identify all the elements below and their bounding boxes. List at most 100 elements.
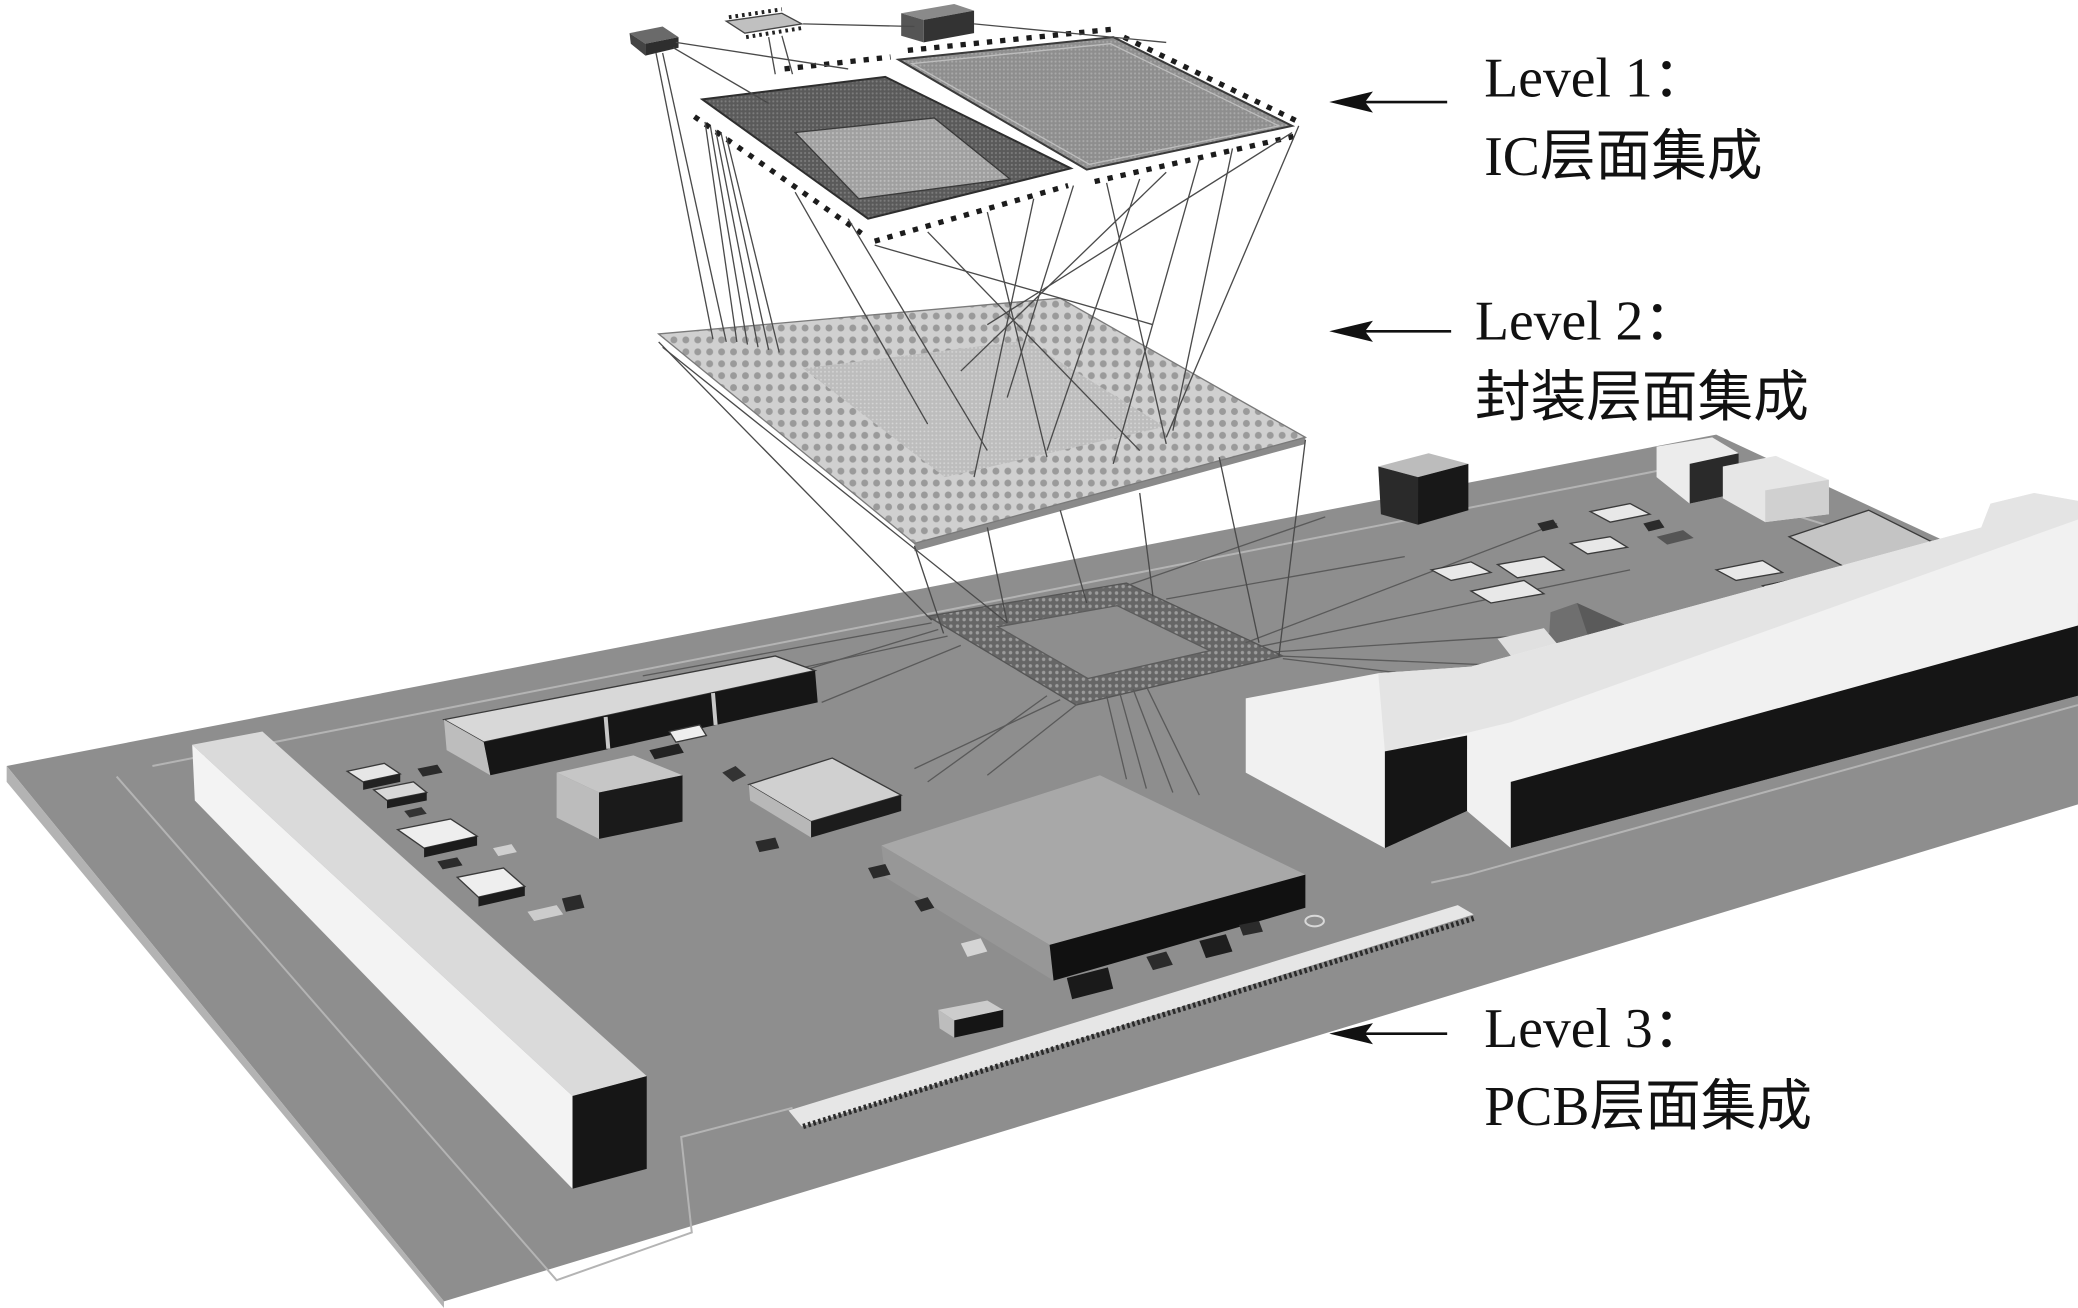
bond-wire xyxy=(1165,125,1300,438)
passive-component xyxy=(493,844,517,857)
bond-wire xyxy=(1112,158,1200,465)
main-chip-left xyxy=(881,845,1054,981)
bond-wire xyxy=(714,129,759,348)
small-chip-legs xyxy=(728,7,783,20)
round-component xyxy=(722,765,747,782)
passive-component xyxy=(455,867,527,898)
header-side xyxy=(443,719,491,776)
passive-component xyxy=(649,743,684,760)
pcb-trace xyxy=(821,644,962,703)
passive-component xyxy=(386,792,427,809)
level-2-title: Level 2： xyxy=(1475,290,1699,352)
level-3-name: PCB层面集成 xyxy=(1484,1076,1812,1138)
center-passive-cluster xyxy=(755,837,1325,1038)
bond-wire xyxy=(973,198,1035,478)
passive-component xyxy=(1497,628,1559,658)
bond-wire xyxy=(974,23,1167,44)
dark-box-front xyxy=(923,10,975,43)
passive-component xyxy=(1537,519,1559,532)
bond-wire xyxy=(768,36,776,75)
passive-component xyxy=(960,938,988,957)
pcb-outline-trace xyxy=(115,775,793,1282)
level-3-title: Level 3： xyxy=(1484,998,1708,1060)
pcb-trace xyxy=(1119,692,1147,789)
bond-wire xyxy=(655,52,714,340)
passive-component xyxy=(1656,530,1694,545)
header-segment-gap xyxy=(603,716,611,749)
passive-component xyxy=(1199,934,1233,959)
bond-wire xyxy=(658,341,933,621)
cube-front xyxy=(599,775,683,839)
small-chip-body xyxy=(724,12,804,34)
passive-component xyxy=(914,897,935,912)
level-1-title: Level 1： xyxy=(1484,48,1708,110)
pcb-outline-trace-right xyxy=(1431,704,2078,884)
white-block-face xyxy=(1765,479,1829,523)
bond-wire xyxy=(709,125,749,345)
main-chip-front xyxy=(1049,874,1306,981)
main-chip-top xyxy=(881,775,1306,945)
bond-wire xyxy=(1046,178,1141,451)
bond-wire xyxy=(794,191,929,425)
right-die-frame xyxy=(909,43,1281,166)
bond-wire xyxy=(986,211,1048,458)
passive-component xyxy=(755,837,780,853)
pcb-trace xyxy=(927,695,1048,783)
bond-wire xyxy=(986,527,1008,623)
pcb-trace xyxy=(642,622,932,677)
bond-wire xyxy=(927,231,1141,452)
top-small-components xyxy=(629,3,975,56)
level-2-callout: Level 2： 封装层面集成 xyxy=(1329,290,1809,429)
passive-component xyxy=(1469,579,1546,604)
level-3-callout: Level 3： PCB层面集成 xyxy=(1329,998,1812,1138)
edge-connector-pins xyxy=(802,915,1475,1129)
passive-component xyxy=(1643,519,1665,532)
bond-wire xyxy=(704,121,738,343)
dark-box-left xyxy=(901,13,924,43)
left-connector-top xyxy=(192,731,647,1096)
level-1-arrow-head xyxy=(1329,91,1373,113)
level-1-callout: Level 1： IC层面集成 xyxy=(1329,48,1762,188)
bond-wire xyxy=(986,131,1293,326)
right-connector-front-face xyxy=(1510,625,2078,849)
bond-wire xyxy=(672,47,769,104)
dark-box-top xyxy=(901,3,975,20)
main-processor-chip xyxy=(881,775,1306,981)
tall-dark-box-left xyxy=(1378,466,1419,525)
small-chip-legs xyxy=(745,25,804,40)
right-connector-top xyxy=(1378,492,2078,752)
level-3-arrow-head xyxy=(1329,1023,1373,1045)
header-front xyxy=(483,670,818,776)
bond-wire xyxy=(661,52,727,343)
left-connector-end xyxy=(572,1076,647,1189)
bond-wire xyxy=(725,136,780,353)
medium-chip xyxy=(747,757,903,838)
pcb-trace xyxy=(986,704,1077,776)
pcb-trace xyxy=(795,635,948,670)
small-box-front xyxy=(645,37,679,56)
pcb-trace xyxy=(1166,555,1405,600)
small-box-left xyxy=(629,33,646,56)
passive-component xyxy=(1495,555,1566,579)
passive-component xyxy=(1714,559,1785,582)
medium-chip-front xyxy=(811,795,902,838)
passive-component xyxy=(561,894,585,912)
substrate-die-area xyxy=(803,340,1165,478)
bond-wire xyxy=(662,346,1008,624)
bond-wire xyxy=(960,171,1167,372)
bond-wire xyxy=(675,41,849,70)
edge-connector-strip xyxy=(788,905,1475,1129)
level-1-name: IC层面集成 xyxy=(1484,126,1762,188)
pcb-trace xyxy=(1258,569,1631,648)
pcb-trace xyxy=(1105,695,1128,780)
passive-component xyxy=(1066,967,1114,1000)
level-2-name: 封装层面集成 xyxy=(1475,367,1809,429)
tall-dark-box-front xyxy=(1418,463,1469,525)
passive-component xyxy=(1429,561,1493,582)
tall-dark-box-top xyxy=(1378,453,1469,478)
right-connector xyxy=(1245,492,2078,849)
bond-wire xyxy=(1139,492,1154,597)
mounting-hole xyxy=(1304,914,1325,928)
right-die xyxy=(895,36,1296,171)
passive-component xyxy=(363,773,401,790)
